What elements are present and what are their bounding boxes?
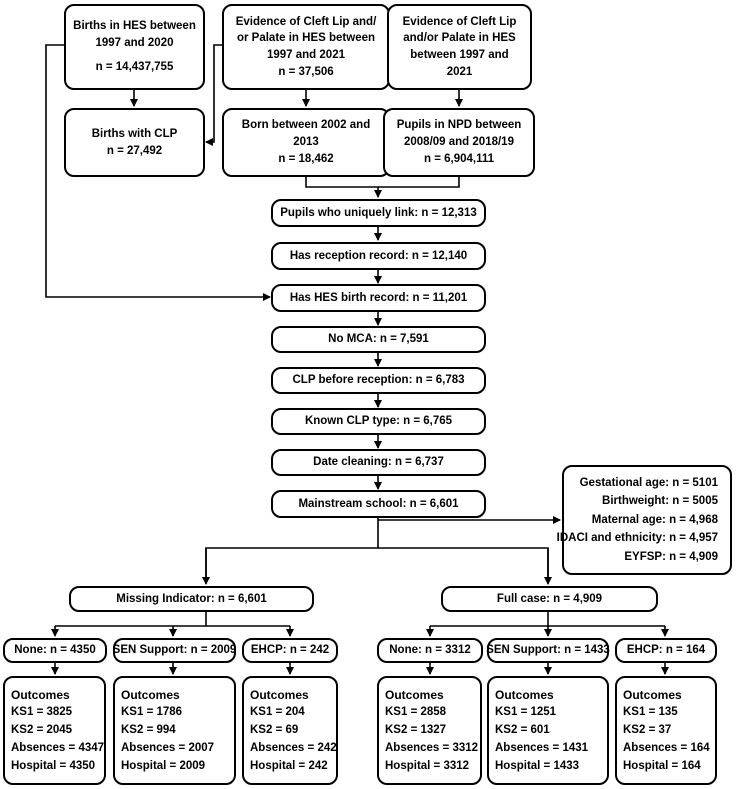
- born-between-box: Born between 2002 and 2013 n = 18,462: [222, 108, 390, 177]
- outcome-hospital: Hospital = 4350: [11, 759, 96, 772]
- mainstream-school-label: Mainstream school: n = 6,601: [298, 497, 459, 510]
- outcome-absences: Absences = 1431: [495, 741, 589, 754]
- evidence-b-line-3: between 1997 and: [410, 49, 509, 61]
- uniquely-link-label: Pupils who uniquely link: n = 12,313: [280, 206, 477, 219]
- group-none-fc-label: None: n = 3312: [389, 644, 471, 657]
- outcome-ks1: KS1 = 1786: [121, 706, 183, 719]
- outcome-ks2: KS2 = 69: [250, 723, 299, 736]
- outcome-hospital: Hospital = 242: [250, 759, 328, 772]
- pupils-npd-line-1: Pupils in NPD between: [396, 119, 522, 132]
- outcome-hospital: Hospital = 3312: [385, 759, 470, 772]
- evidence-b-line-1: Evidence of Cleft Lip: [402, 15, 517, 28]
- no-mca-box: No MCA: n = 7,591: [271, 326, 486, 353]
- eyfsp-count: EYFSP: n = 4,909: [624, 550, 718, 563]
- outcome-ks2: KS2 = 994: [121, 723, 176, 736]
- outcome-ks2: KS2 = 37: [623, 723, 672, 736]
- outcomes-title: Outcomes: [623, 687, 682, 702]
- evidence-clp-npd-box: Evidence of Cleft Lip and/or Palate in H…: [387, 4, 532, 90]
- clp-before-reception-label: CLP before reception: n = 6,783: [292, 374, 465, 387]
- births-with-clp-box: Births with CLP n = 27,492: [64, 108, 205, 177]
- pupils-npd-line-2: 2008/09 and 2018/19: [404, 136, 514, 149]
- maternal-age-count: Maternal age: n = 4,968: [591, 513, 718, 526]
- evidence-a-line-1: Evidence of Cleft Lip and/: [235, 15, 377, 28]
- date-cleaning-label: Date cleaning: n = 6,737: [313, 456, 444, 469]
- births-in-hes-line-1: Births in HES between: [73, 19, 196, 32]
- born-between-line-1: Born between 2002 and: [241, 119, 371, 132]
- full-case-label: Full case: n = 4,909: [496, 592, 603, 605]
- date-cleaning-box: Date cleaning: n = 6,737: [271, 449, 486, 476]
- outcome-ks1: KS1 = 3825: [11, 706, 73, 719]
- outcome-absences: Absences = 242: [250, 741, 337, 754]
- group-none-fc-box: None: n = 3312: [377, 638, 483, 663]
- outcomes-title: Outcomes: [250, 687, 309, 702]
- pupils-in-npd-box: Pupils in NPD between 2008/09 and 2018/1…: [383, 108, 535, 177]
- outcomes-ehcp-mi-box: Outcomes KS1 = 204 KS2 = 69 Absences = 2…: [242, 676, 338, 785]
- outcomes-title: Outcomes: [121, 687, 180, 702]
- outcome-ks2: KS2 = 2045: [11, 723, 73, 736]
- mainstream-school-box: Mainstream school: n = 6,601: [271, 490, 486, 518]
- outcomes-none-fc-box: Outcomes KS1 = 2858 KS2 = 1327 Absences …: [377, 676, 482, 785]
- group-ehcp-fc-box: EHCP: n = 164: [615, 638, 717, 663]
- reception-record-label: Has reception record: n = 12,140: [289, 249, 468, 262]
- missing-indicator-box: Missing Indicator: n = 6,601: [69, 586, 314, 612]
- group-ehcp-mi-box: EHCP: n = 242: [242, 638, 338, 663]
- group-sen-fc-label: SEN Support: n = 1433: [486, 644, 610, 657]
- outcome-absences: Absences = 164: [623, 741, 710, 754]
- outcome-hospital: Hospital = 2009: [121, 759, 206, 772]
- outcomes-sen-fc-box: Outcomes KS1 = 1251 KS2 = 601 Absences =…: [487, 676, 609, 785]
- outcome-hospital: Hospital = 1433: [495, 759, 580, 772]
- group-ehcp-fc-label: EHCP: n = 164: [626, 644, 706, 657]
- outcome-hospital: Hospital = 164: [623, 759, 701, 772]
- group-none-mi-box: None: n = 4350: [3, 638, 107, 663]
- births-in-hes-count: n = 14,437,755: [95, 61, 174, 74]
- group-sen-mi-label: SEN Support: n = 2009: [112, 644, 237, 657]
- outcomes-ehcp-fc-box: Outcomes KS1 = 135 KS2 = 37 Absences = 1…: [615, 676, 717, 785]
- known-clp-type-label: Known CLP type: n = 6,765: [304, 415, 453, 428]
- outcomes-sen-mi-box: Outcomes KS1 = 1786 KS2 = 994 Absences =…: [113, 676, 236, 785]
- missing-indicator-label: Missing Indicator: n = 6,601: [116, 592, 267, 605]
- gestational-age-count: Gestational age: n = 5101: [579, 477, 718, 490]
- births-with-clp-label: Births with CLP: [91, 127, 178, 140]
- missing-data-counts-box: Gestational age: n = 5101 Birthweight: n…: [557, 465, 732, 575]
- evidence-clp-2021-box: Evidence of Cleft Lip and/ or Palate in …: [222, 4, 390, 90]
- evidence-b-line-4: 2021: [446, 65, 473, 78]
- idaci-ethnicity-count: IDACI and ethnicity: n = 4,957: [556, 532, 718, 545]
- outcomes-none-mi-box: Outcomes KS1 = 3825 KS2 = 2045 Absences …: [3, 676, 106, 785]
- evidence-a-line-2: or Palate in HES between: [236, 32, 376, 45]
- outcome-ks1: KS1 = 1251: [495, 706, 557, 719]
- group-sen-fc-box: SEN Support: n = 1433: [486, 638, 610, 663]
- outcomes-title: Outcomes: [495, 687, 554, 702]
- evidence-b-line-2: and/or Palate in HES: [403, 32, 516, 45]
- birthweight-count: Birthweight: n = 5005: [602, 495, 718, 508]
- evidence-a-count: n = 37,506: [278, 65, 334, 78]
- outcome-absences: Absences = 2007: [121, 741, 215, 754]
- group-ehcp-mi-label: EHCP: n = 242: [250, 644, 330, 657]
- reception-record-box: Has reception record: n = 12,140: [271, 242, 486, 270]
- pupils-npd-count: n = 6,904,111: [423, 152, 495, 165]
- outcome-ks1: KS1 = 135: [623, 706, 678, 719]
- uniquely-link-box: Pupils who uniquely link: n = 12,313: [271, 199, 486, 227]
- outcomes-title: Outcomes: [11, 687, 70, 702]
- group-none-mi-label: None: n = 4350: [14, 644, 96, 657]
- known-clp-type-box: Known CLP type: n = 6,765: [271, 408, 486, 435]
- outcome-ks1: KS1 = 204: [250, 706, 305, 719]
- born-between-line-2: 2013: [293, 136, 319, 149]
- outcome-ks2: KS2 = 601: [495, 723, 550, 736]
- hes-birth-record-label: Has HES birth record: n = 11,201: [289, 291, 468, 304]
- full-case-box: Full case: n = 4,909: [441, 586, 658, 612]
- outcome-absences: Absences = 4347: [11, 741, 105, 754]
- births-in-hes-box: Births in HES between 1997 and 2020 n = …: [64, 4, 205, 90]
- hes-birth-record-box: Has HES birth record: n = 11,201: [271, 284, 486, 312]
- outcomes-title: Outcomes: [385, 687, 444, 702]
- outcome-ks1: KS1 = 2858: [385, 706, 447, 719]
- group-sen-mi-box: SEN Support: n = 2009: [113, 638, 236, 663]
- clp-before-reception-box: CLP before reception: n = 6,783: [271, 367, 486, 394]
- births-with-clp-count: n = 27,492: [106, 144, 163, 157]
- born-between-count: n = 18,462: [278, 152, 334, 165]
- no-mca-label: No MCA: n = 7,591: [328, 333, 429, 346]
- outcome-absences: Absences = 3312: [385, 741, 479, 754]
- births-in-hes-line-2: 1997 and 2020: [95, 36, 174, 49]
- outcome-ks2: KS2 = 1327: [385, 723, 447, 736]
- evidence-a-line-3: 1997 and 2021: [266, 49, 345, 61]
